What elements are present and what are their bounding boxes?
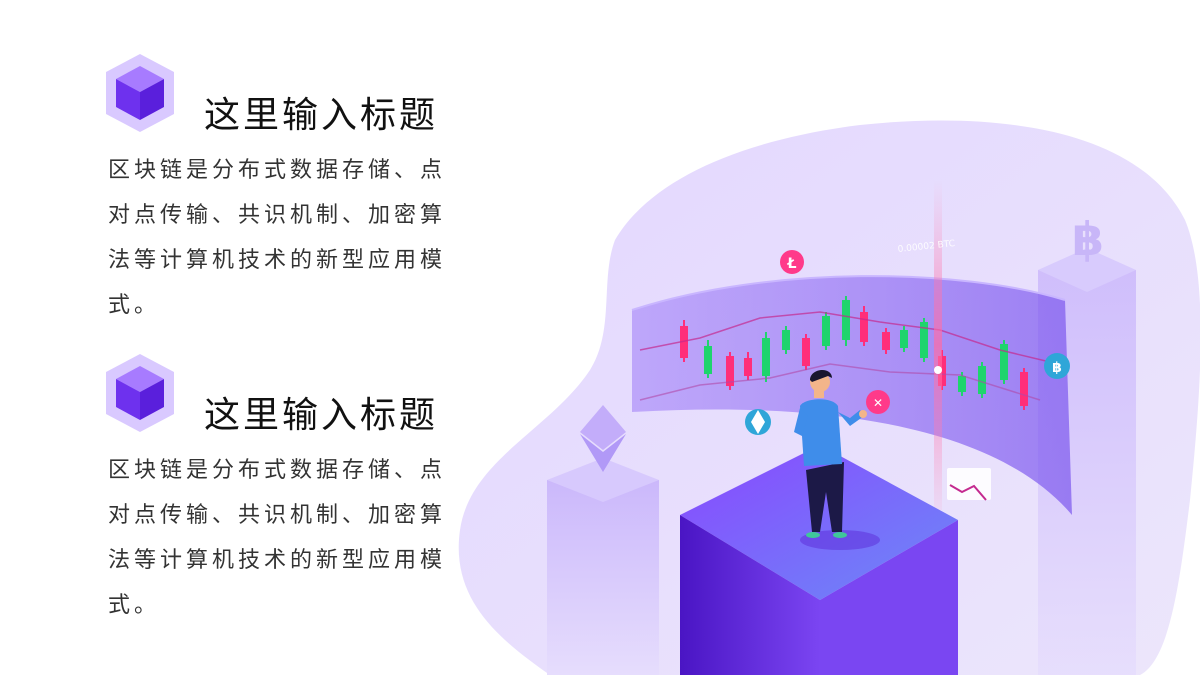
section-title: 这里输入标题 — [204, 95, 439, 136]
cube-icon — [106, 354, 174, 432]
litecoin-icon: Ł — [780, 250, 804, 274]
pillar-left — [547, 405, 659, 675]
trend-card-icon — [947, 468, 991, 501]
ethereum-icon — [745, 409, 771, 435]
bitcoin-icon: ฿ — [1044, 353, 1070, 379]
chart-screen — [632, 276, 1072, 515]
ripple-icon: ✕ — [866, 390, 890, 414]
svg-text:฿: ฿ — [1052, 360, 1062, 376]
cube-icon — [106, 54, 174, 132]
svg-text:฿: ฿ — [1072, 212, 1104, 266]
section-title: 这里输入标题 — [204, 395, 439, 436]
section-body: 区块链是分布式数据存储、点对点传输、共识机制、加密算法等计算机技术的新型应用模式… — [108, 158, 447, 318]
person-figure — [794, 369, 880, 550]
blockchain-illustration: ฿ — [440, 100, 1200, 675]
candlestick-chart — [639, 296, 1051, 410]
price-beam — [934, 180, 942, 510]
section-body: 区块链是分布式数据存储、点对点传输、共识机制、加密算法等计算机技术的新型应用模式… — [108, 458, 447, 618]
svg-text:Ł: Ł — [787, 256, 797, 272]
svg-text:✕: ✕ — [873, 396, 883, 410]
